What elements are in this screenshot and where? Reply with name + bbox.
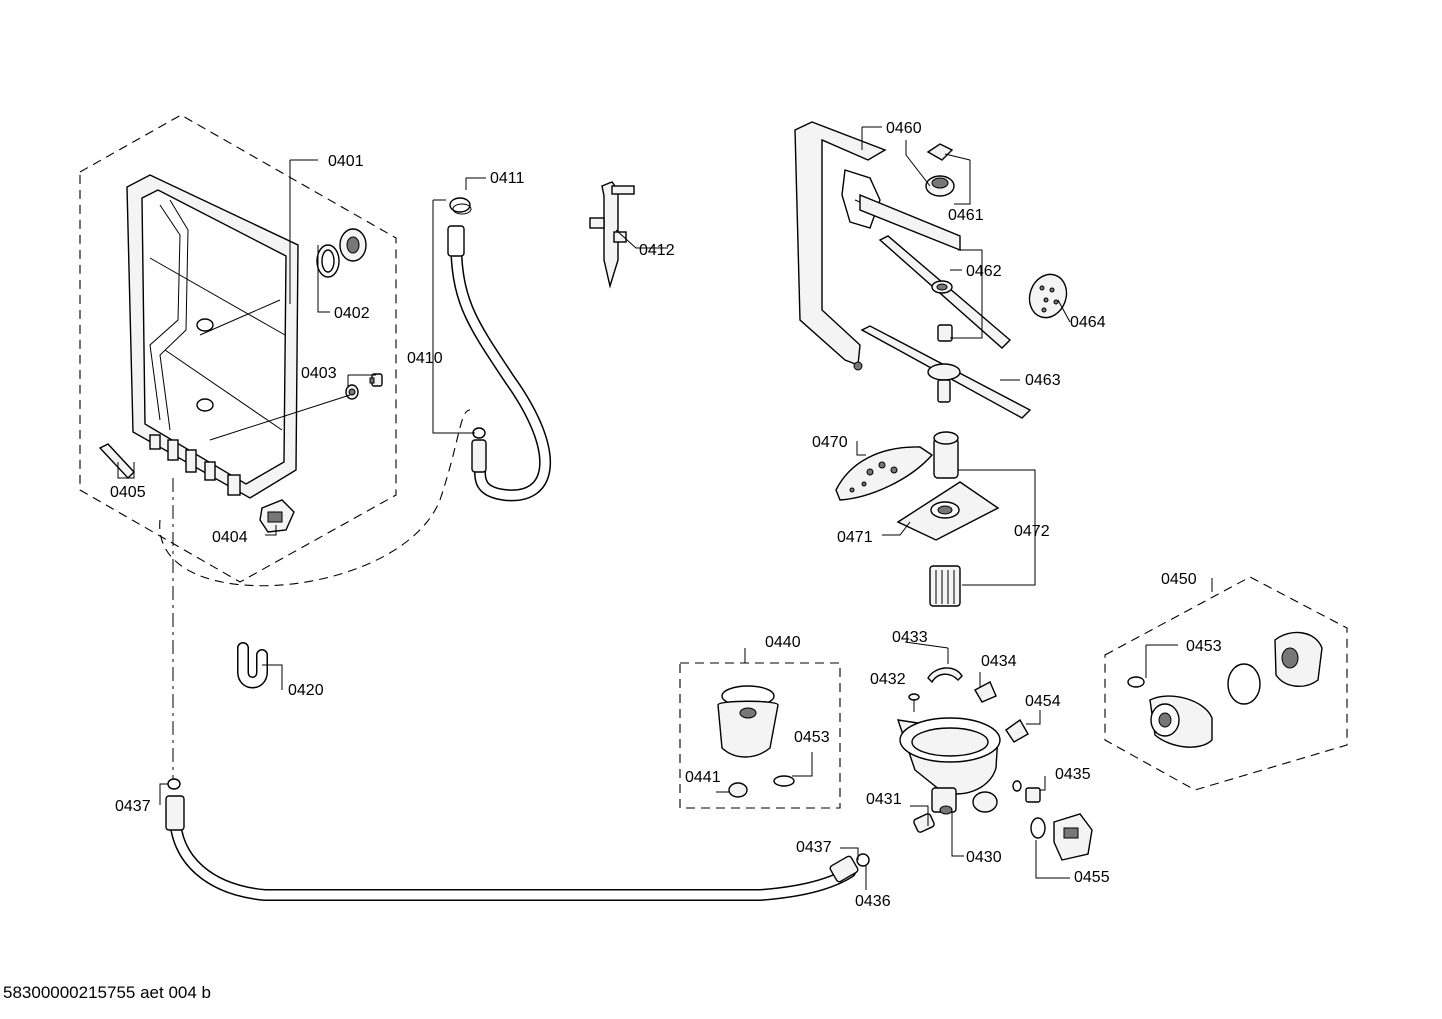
label-0470: 0470 <box>812 434 848 451</box>
part-0460-supply-pipe <box>794 121 961 371</box>
callout-labels: 0401 0402 0403 0404 0405 0410 0411 0412 … <box>110 120 1222 910</box>
group-0401-outline <box>79 114 397 583</box>
footer-document-code: 58300000215755 aet 004 b <box>3 983 211 1002</box>
part-0463-lower-spray-arm <box>860 325 1032 419</box>
label-0434: 0434 <box>981 653 1017 670</box>
part-0472-cylinder-filter <box>929 431 961 607</box>
part-0431-connector <box>913 813 935 833</box>
label-0404: 0404 <box>212 529 248 546</box>
part-0403-fittings <box>345 373 383 400</box>
part-0453a-clamp <box>773 775 795 787</box>
part-0437-drain-hose <box>165 778 870 901</box>
label-0437-right: 0437 <box>796 839 832 856</box>
label-0453-right: 0453 <box>1186 638 1222 655</box>
label-0412: 0412 <box>639 242 675 259</box>
part-0420-u-tube <box>237 642 268 689</box>
part-0401-side-panel <box>126 174 299 499</box>
label-0464: 0464 <box>1070 314 1106 331</box>
part-0411-clamp <box>449 197 472 215</box>
label-0435: 0435 <box>1055 766 1091 783</box>
label-0433: 0433 <box>892 629 928 646</box>
part-0441-grommet <box>728 782 748 798</box>
label-0462: 0462 <box>966 263 1002 280</box>
part-0434-clip <box>974 681 997 703</box>
part-0453b-clamp <box>1127 676 1145 688</box>
label-0471: 0471 <box>837 529 873 546</box>
label-0432: 0432 <box>870 671 906 688</box>
label-0440: 0440 <box>765 634 801 651</box>
part-0462-upper-spray-arm <box>878 235 1012 349</box>
label-0460: 0460 <box>886 120 922 137</box>
part-0454-clip <box>1005 718 1029 743</box>
part-0405-clip <box>98 443 135 480</box>
label-0436: 0436 <box>855 893 891 910</box>
label-0441: 0441 <box>685 769 721 786</box>
label-0463: 0463 <box>1025 372 1061 389</box>
label-0402: 0402 <box>334 305 370 322</box>
label-0401: 0401 <box>328 153 364 170</box>
part-0464-nozzle-disc <box>1028 273 1068 319</box>
label-0454: 0454 <box>1025 693 1061 710</box>
part-0402-seal-and-nut <box>316 228 367 278</box>
label-0472: 0472 <box>1014 523 1050 540</box>
part-0450-heat-pump <box>1149 631 1323 748</box>
label-0405: 0405 <box>110 484 146 501</box>
label-0453-left: 0453 <box>794 729 830 746</box>
part-0412-guide-rail <box>589 181 635 289</box>
label-0431: 0431 <box>866 791 902 808</box>
part-0440-heater-housing <box>717 685 779 758</box>
group-0450-outline <box>1104 576 1348 791</box>
part-0433-cover <box>927 667 963 684</box>
part-0404-valve <box>259 499 295 533</box>
label-0420: 0420 <box>288 682 324 699</box>
part-0461-nut <box>925 143 955 197</box>
label-0403: 0403 <box>301 365 337 382</box>
label-0437-left: 0437 <box>115 798 151 815</box>
group-0440-outline <box>679 662 841 809</box>
label-0461: 0461 <box>948 207 984 224</box>
label-0455: 0455 <box>1074 869 1110 886</box>
label-0430: 0430 <box>966 849 1002 866</box>
part-0432-screw <box>908 693 920 712</box>
label-0410: 0410 <box>407 350 443 367</box>
part-0410-hose <box>447 225 551 502</box>
part-0455-pump <box>1030 813 1093 861</box>
label-0450: 0450 <box>1161 571 1197 588</box>
label-0411: 0411 <box>490 170 525 187</box>
part-0435-valve <box>1012 780 1041 803</box>
part-0471-flat-filter <box>896 481 1000 541</box>
part-0430-sump <box>896 717 1001 815</box>
part-0470-filter-cover <box>835 446 934 501</box>
